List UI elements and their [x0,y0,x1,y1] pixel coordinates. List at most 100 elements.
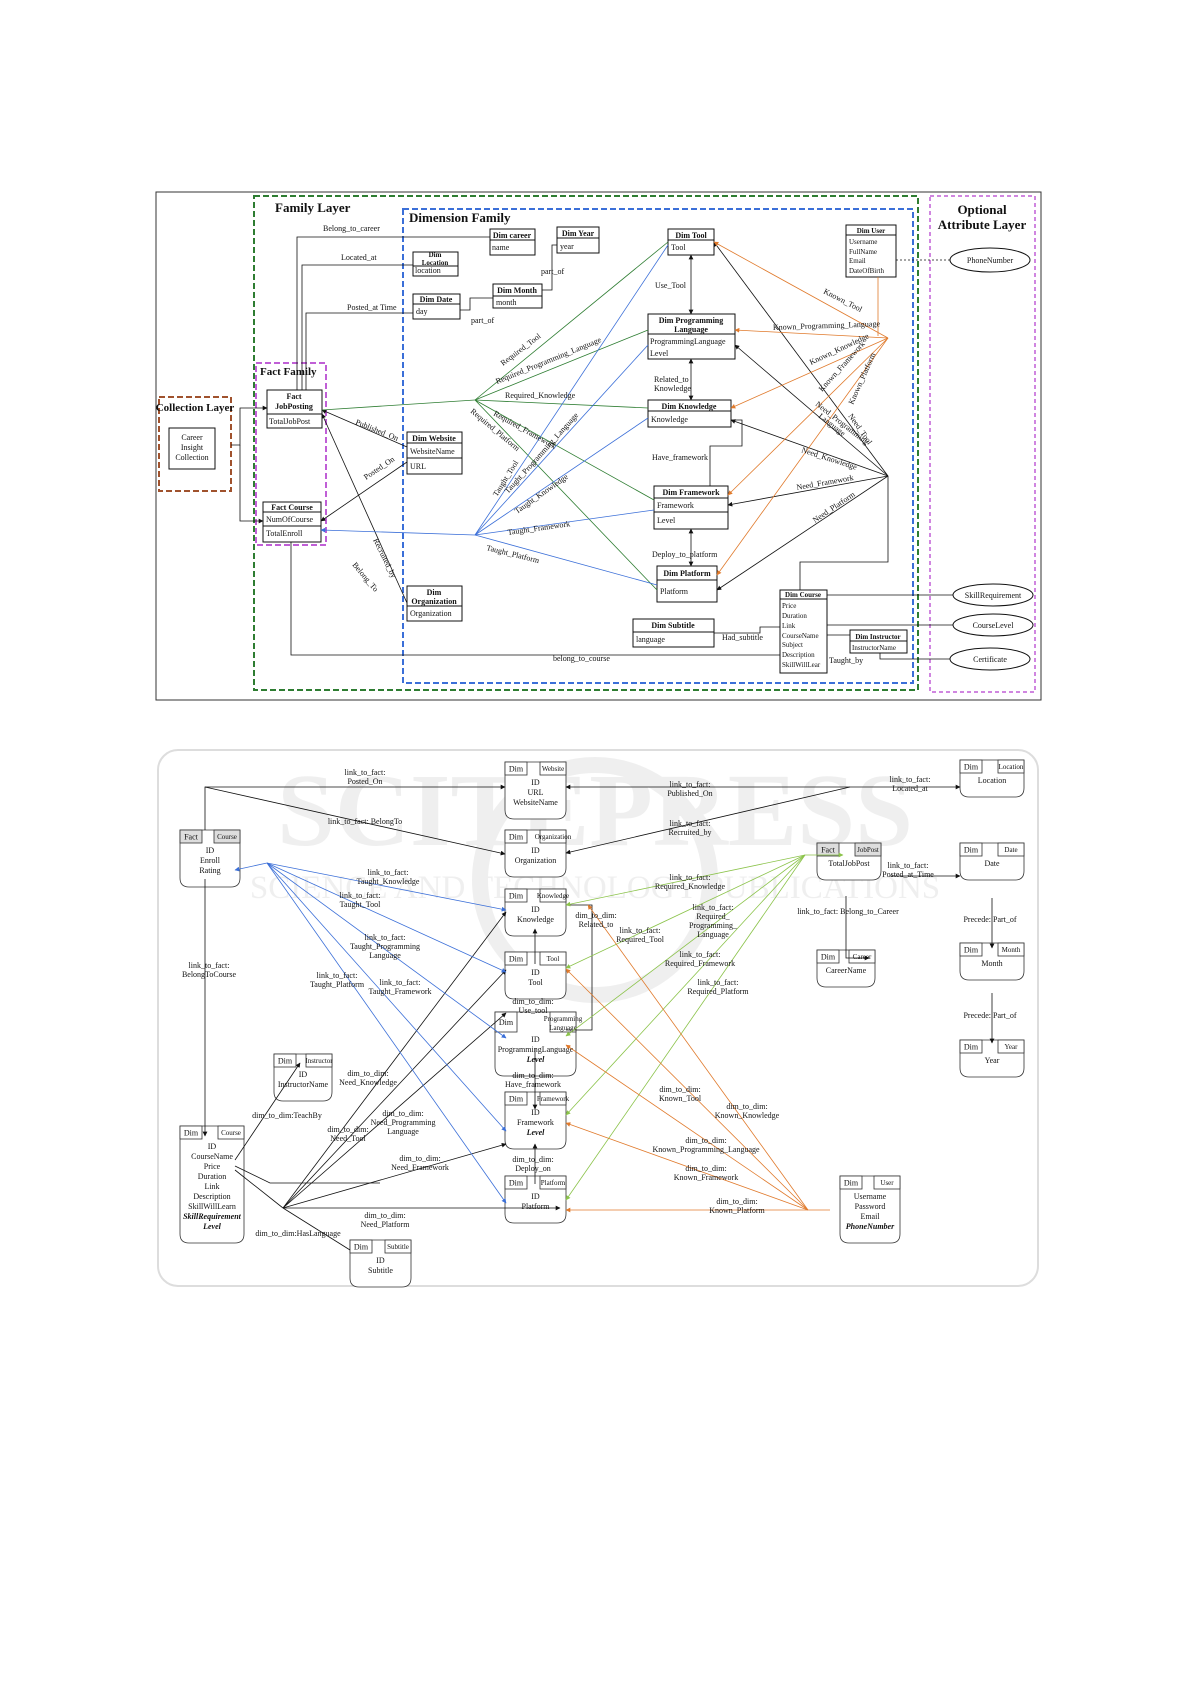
b-lbl-belong-to-course-2: BelongToCourse [182,970,237,979]
certificate-label: Certificate [973,655,1007,664]
entity-tag-box [179,1125,203,1140]
course-level-label: CourseLevel [973,621,1015,630]
dim-course-title: Dim Course [785,591,821,599]
entity-name-box [539,951,567,966]
entity-attr: Enroll [200,856,221,865]
dim-tool-attr: Tool [671,243,686,252]
dim-career-title: Dim career [493,231,532,240]
entity-name: Subtitle [387,1243,409,1251]
b-lbl-req-pl-1: link_to_fact: [693,903,734,912]
fact-jobposting-box [266,389,323,429]
b-lbl-known-pl-1: dim_to_dim: [685,1136,726,1145]
dim-organization-box [406,585,463,622]
entity-name-box [854,842,882,857]
dim-website-title: Dim Website [412,434,456,443]
dim-user-attr-1: Username [849,238,877,246]
career-insight-line1: Career [181,433,203,442]
entity-name: Knowledge [537,892,569,900]
entity-attr-italic: Level [526,1128,546,1137]
b-lbl-use-tool-1: dim_to_dim: [512,997,553,1006]
lbl-published-on: Published_On [354,418,399,443]
lbl-part-of-1: part_of [541,267,564,276]
dim-platform-attr: Platform [660,587,689,596]
entity-tag-box [504,888,528,903]
lbl-posted-on: Posted_On [362,455,396,482]
b-lbl-use-tool-2: Use_tool [519,1006,549,1015]
entity-tag: Dim [354,1243,369,1252]
b-lbl-belong-to-course-1: link_to_fact: [189,961,230,970]
b-lbl-req-framework-1: link_to_fact: [680,950,721,959]
b-lbl-located-at-2: Located_at [892,784,928,793]
entity-tag-box [494,1011,518,1033]
entity-name: Course [221,1129,241,1137]
lbl-taught-platform: Taught_Platform [486,543,541,565]
dim-career-attr: name [492,243,510,252]
entity-attr: ID [531,778,540,787]
optional-layer-label-2: Attribute Layer [938,217,1027,232]
entity-attr: InstructorName [278,1080,329,1089]
dim-course-attr-3: Link [782,622,796,630]
entity-attr: ID [531,1192,540,1201]
entity-tag: Dim [964,846,979,855]
entity-name-box [213,829,241,844]
b-lbl-related-to-1: dim_to_dim: [575,911,616,920]
dimension-family-label: Dimension Family [409,210,511,225]
lbl-posted-at-time: Posted_at Time [347,303,397,312]
entity-tag-box [504,951,528,966]
entity-tag-box [959,759,983,774]
b-lbl-taught-platform-2: Taught_Platform [310,980,365,989]
entity-name: Website [542,765,564,773]
b-lbl-taught-pl-2: Taught_Programming [350,942,420,951]
entity-attr-italic: PhoneNumber [846,1222,895,1231]
entity-tag: Dim [278,1057,293,1066]
entity-tag: Dim [821,953,836,962]
top-orange-edges [713,241,889,576]
lbl-related-to-2: Knowledge [654,384,691,393]
entity-tag-box [816,842,840,857]
family-layer-label: Family Layer [275,200,351,215]
b-lbl-known-tool-1: dim_to_dim: [659,1085,700,1094]
fact-jobposting-attr: TotalJobPost [269,417,311,426]
dim-date-box [412,293,461,320]
entity-tag: Fact [184,833,199,842]
b-lbl-req-knowledge-1: link_to_fact: [670,873,711,882]
dim-knowledge-attr: Knowledge [651,415,688,424]
dim-website-box [406,431,463,475]
entity-attr: ProgrammingLanguage [498,1045,574,1054]
entity-name-box [305,1053,333,1068]
top-black-edges [231,236,953,660]
b-lbl-recruited-by-2: Recruited_by [668,828,711,837]
b-lbl-taught-tool-1: link_to_fact: [340,891,381,900]
entity-attr-italic: SkillRequirement [183,1212,242,1221]
entity-name-box [997,842,1025,857]
collection-layer-box [158,396,232,492]
lbl-taught-by: Taught_by [829,656,863,665]
b-lbl-need-tool-2: Need_Tool [330,1134,366,1143]
dim-user-attr-2: FullName [849,248,877,256]
b-lbl-req-platform-1: link_to_fact: [698,978,739,987]
bottom-diagram-frame [157,749,1039,1287]
dim-user-attr-3: Email [849,257,866,265]
collection-layer-label: Collection Layer [156,402,235,414]
dim-course-attr-7: SkillWillLear [782,661,821,669]
fact-jobposting-title1: Fact [286,392,301,401]
entity-name-box [997,942,1025,957]
entity-tag: Dim [509,1095,524,1104]
entity-tag-box [816,949,840,964]
watermark-main: SCITEPRESS [277,753,913,868]
entity-attr: Username [854,1192,887,1201]
skill-requirement-label: SkillRequirement [965,591,1022,600]
b-lbl-precede-2: Precede: Part_of [963,1011,1016,1020]
entity-tag: Dim [509,833,524,842]
career-insight-line3: Collection [175,453,208,462]
